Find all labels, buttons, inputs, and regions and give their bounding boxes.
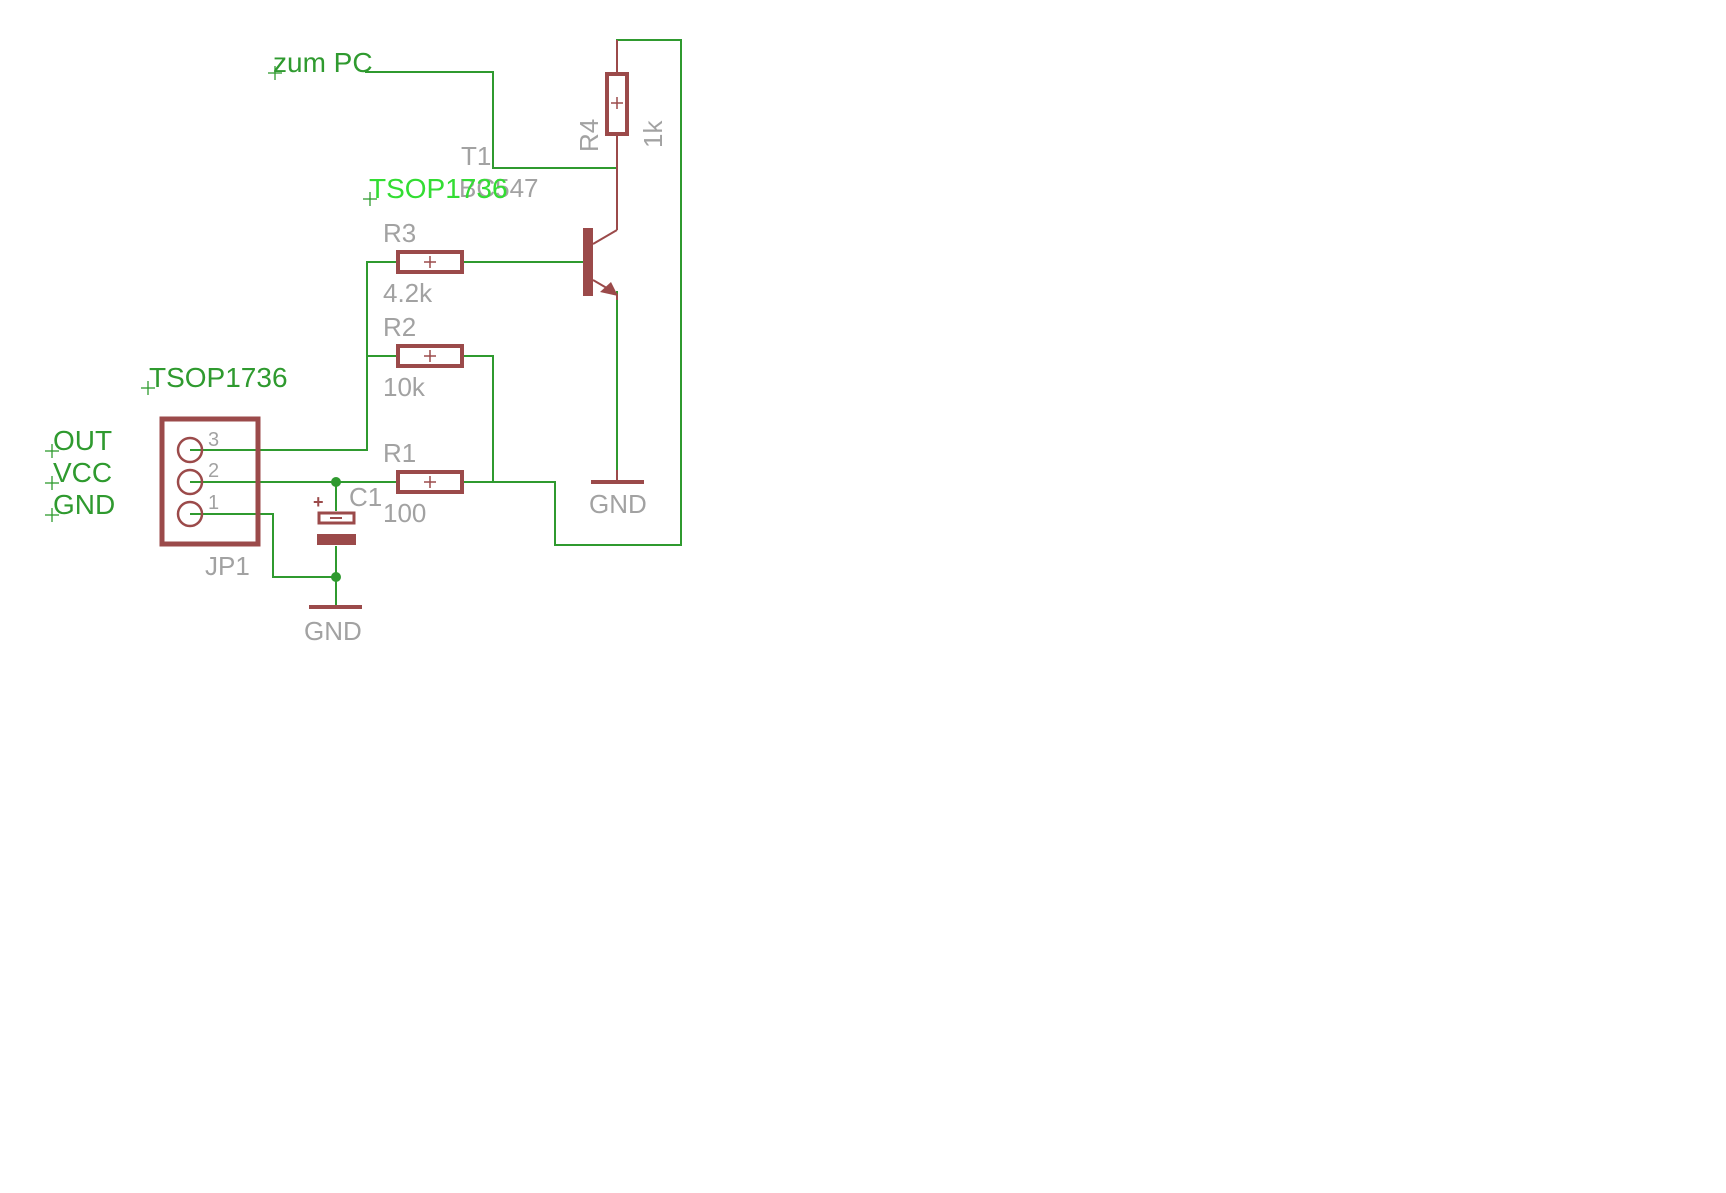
wire-gnd-left[interactable] [190,513,336,578]
label-gnd: GND [53,489,115,520]
origin-crosses [45,66,377,522]
junction-dot [331,477,341,487]
wire-r4-loop[interactable] [463,39,682,546]
gnd-symbol-bottom[interactable] [309,605,362,609]
gnd-symbol-right[interactable] [591,470,644,484]
wire-out-bus[interactable] [190,261,397,451]
c1-plus-mark: + [313,492,324,512]
transistor-t1[interactable] [583,168,618,300]
jp1-name: JP1 [205,551,250,581]
c1-name: C1 [349,482,382,512]
r2-value: 10k [383,372,426,402]
junction-dot [331,572,341,582]
resistor-r1[interactable] [396,470,464,494]
wire-r2-r1[interactable] [463,355,494,482]
r3-value: 4.2k [383,278,433,308]
gnd-label-bottom: GND [304,616,362,646]
label-tsop-top: TSOP1736 [369,173,508,204]
jp1-pin-1: 1 [208,492,219,514]
r3-name: R3 [383,218,416,248]
r1-value: 100 [383,498,426,528]
t1-value: BC547 [459,173,539,203]
label-zum-pc: zum PC [273,47,373,78]
connector-jp1[interactable] [159,416,261,547]
resistor-r2[interactable] [396,344,464,368]
jp1-pin-2: 2 [208,460,219,482]
r4-name: R4 [574,119,604,152]
r4-value: 1k [638,120,668,148]
capacitor-c1[interactable] [317,511,356,545]
label-vcc: VCC [53,457,112,488]
t1-name: T1 [461,141,491,171]
gnd-label-right: GND [589,489,647,519]
resistor-r3[interactable] [396,250,464,274]
jp1-pin-3: 3 [208,429,219,451]
resistor-r4[interactable] [605,40,629,168]
r2-name: R2 [383,312,416,342]
label-out: OUT [53,425,112,456]
label-tsop-left: TSOP1736 [149,362,288,393]
r1-name: R1 [383,438,416,468]
wire-zum-pc[interactable] [365,71,617,169]
